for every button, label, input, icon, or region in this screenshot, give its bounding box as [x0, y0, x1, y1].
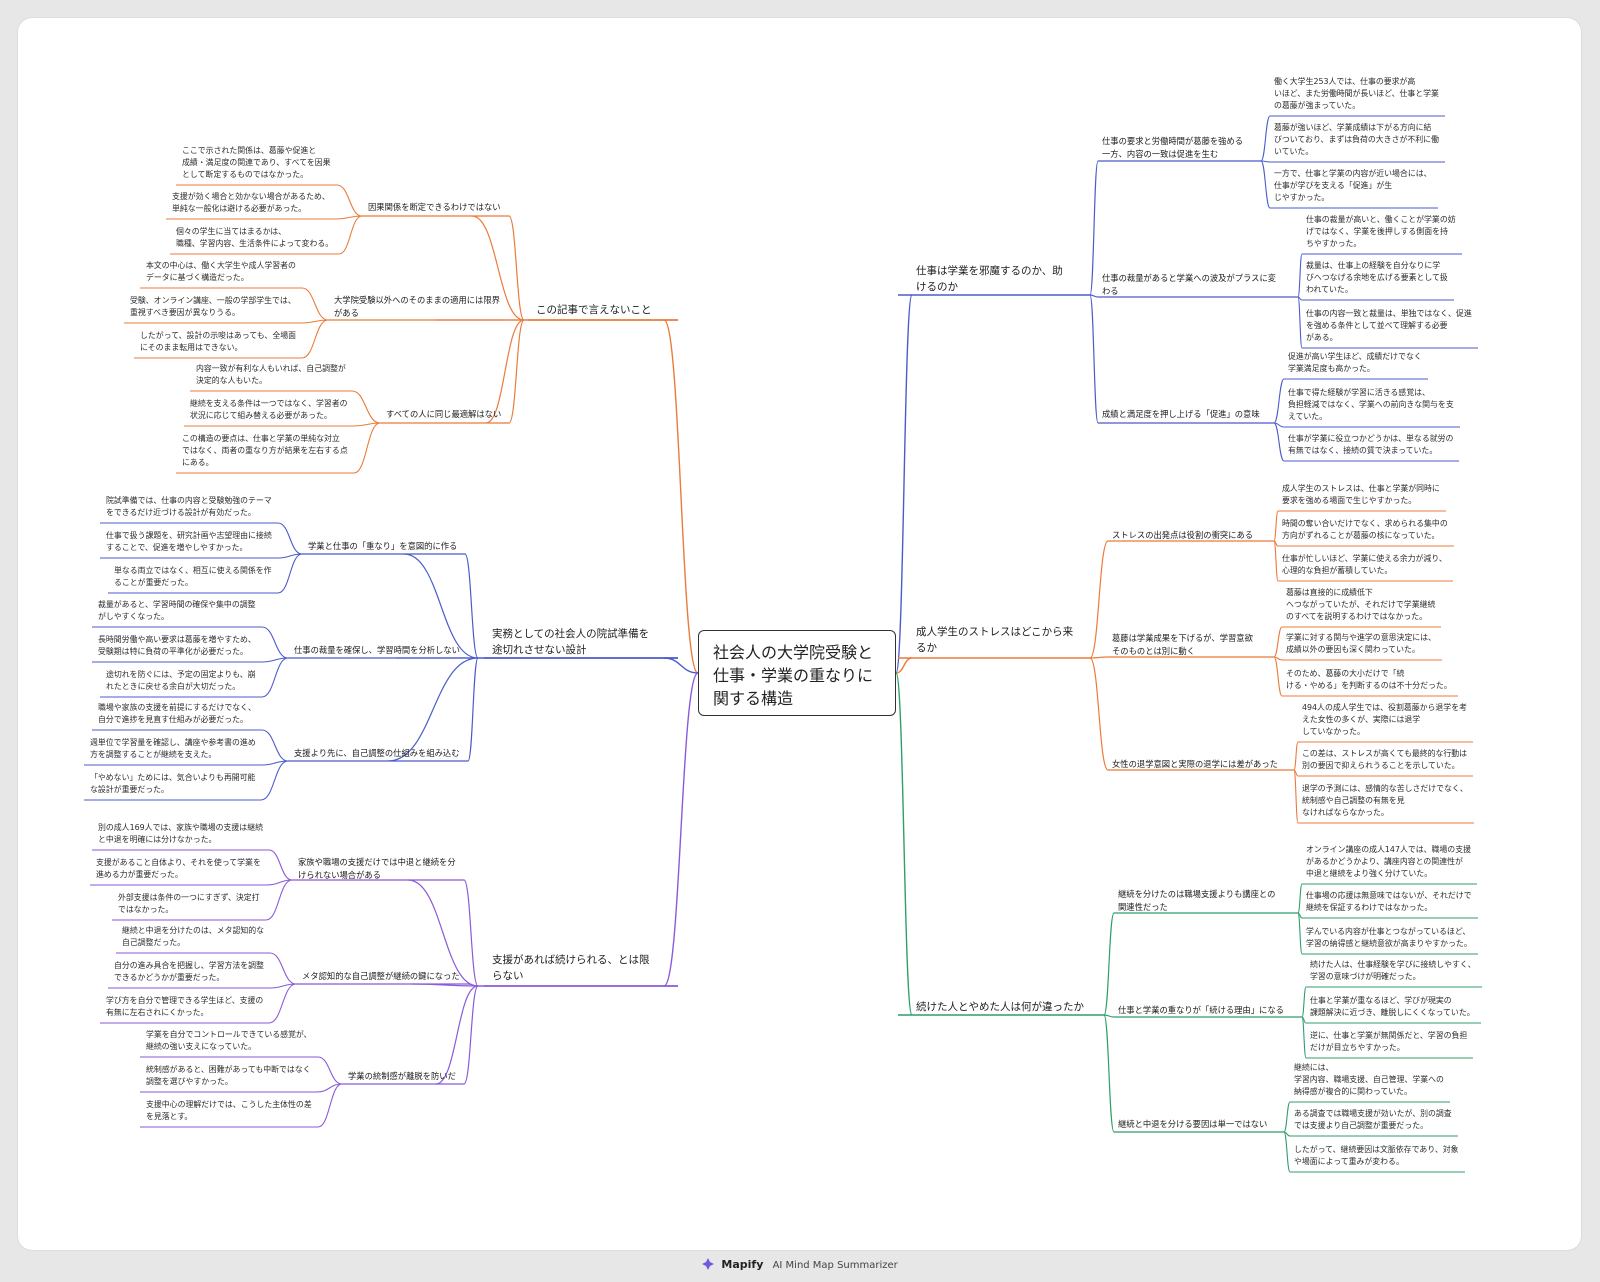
- branch-2-topic-3-detail-3[interactable]: 退学の予測には、感情的な苦しさだけでなく、統制感や自己調整の有無を見なければなら…: [1302, 784, 1468, 817]
- branch-2-topic-1[interactable]: ストレスの出発点は役割の衝突にある: [1112, 530, 1254, 540]
- root-node[interactable]: 社会人の大学院受験と仕事・学業の重なりに関する構造: [698, 630, 896, 716]
- branch-5-topic-3-detail-1[interactable]: 職場や家族の支援を前提にするだけでなく、自分で進捗を見直す仕組みが必要だった。: [98, 703, 256, 724]
- branch-5[interactable]: 実務としての社会人の院試準備を途切れさせない設計: [492, 628, 650, 657]
- branch-1-topic-2[interactable]: 仕事の裁量があると学業への波及がプラスに変わる: [1102, 273, 1277, 296]
- branch-5-topic-3[interactable]: 支援より先に、自己調整の仕組みを組み込む: [294, 748, 460, 758]
- branch-1[interactable]: 仕事は学業を邪魔するのか、助けるのか: [916, 265, 1063, 294]
- branch-2-topic-1-detail-2[interactable]: 時間の奪い合いだけでなく、求められる集中の方向がずれることが葛藤の核になっていた…: [1282, 519, 1448, 540]
- branch-5-topic-2-detail-3[interactable]: 途切れを防ぐには、予定の固定よりも、崩れたときに戻せる余白が大切だった。: [106, 670, 256, 691]
- branch-3-topic-2-detail-2[interactable]: 仕事と学業が重なるほど、学びが現実の課題解決に近づき、離脱しにくくなっていた。: [1310, 996, 1475, 1017]
- mind-map-links: [84, 115, 1482, 1173]
- branch-4-topic-2-detail-3[interactable]: したがって、設計の示唆はあっても、全場面にそのまま転用はできない。: [140, 331, 296, 352]
- branch-5-topic-1-detail-2[interactable]: 仕事で扱う課題を、研究計画や志望理由に接続することで、促進を増やしやすかった。: [106, 531, 272, 552]
- footer: Mapify AI Mind Map Summarizer: [0, 1258, 1600, 1271]
- branch-5-topic-2-detail-2[interactable]: 長時間労働や高い要求は葛藤を増やすため、受験期は特に負荷の平準化が必要だった。: [98, 635, 256, 656]
- branch-4-topic-3[interactable]: すべての人に同じ最適解はない: [386, 409, 502, 419]
- branch-2-topic-2-detail-3[interactable]: そのため、葛藤の大小だけで「続ける・やめる」を判断するのは不十分だった。: [1286, 669, 1452, 690]
- branch-1-topic-2-detail-3[interactable]: 仕事の内容一致と裁量は、単独ではなく、促進を強める条件として並べて理解する必要が…: [1306, 309, 1472, 342]
- branch-3-topic-1-detail-2[interactable]: 仕事場の応援は無意味ではないが、それだけで継続を保証するわけではなかった。: [1306, 891, 1472, 912]
- branch-2-topic-3[interactable]: 女性の退学意図と実際の退学には差があった: [1112, 759, 1278, 769]
- branch-3-topic-3[interactable]: 継続と中退を分ける要因は単一ではない: [1118, 1119, 1268, 1129]
- branch-3-topic-1-detail-1[interactable]: オンライン講座の成人147人では、職場の支援があるかどうかより、講座内容との関連…: [1306, 845, 1471, 878]
- branch-6-topic-3[interactable]: 学業の統制感が離脱を防いだ: [348, 1071, 456, 1081]
- footer-brand: Mapify: [721, 1258, 764, 1271]
- branch-2[interactable]: 成人学生のストレスはどこから来るか: [916, 626, 1074, 655]
- branch-1-topic-1-detail-2[interactable]: 葛藤が強いほど、学業成績は下がる方向に結びついており、まずは負荷の大きさが不利に…: [1274, 123, 1439, 156]
- branch-6-topic-2-detail-2[interactable]: 自分の進み具合を把握し、学習方法を調整できるかどうかが重要だった。: [114, 961, 264, 982]
- branch-1-topic-3-detail-3[interactable]: 仕事が学業に役立つかどうかは、単なる就労の有無ではなく、接続の質で決まっていた。: [1288, 434, 1454, 455]
- branch-2-topic-2-detail-1[interactable]: 葛藤は直接的に成績低下へつながっていたが、それだけで学業継続のすべてを説明するわ…: [1286, 588, 1436, 621]
- branch-1-topic-3-detail-2[interactable]: 仕事で得た経験が学習に活きる感覚は、負担軽減ではなく、学業への前向きな関与を支え…: [1288, 388, 1454, 421]
- branch-5-topic-2-detail-1[interactable]: 裁量があると、学習時間の確保や集中の調整がしやすくなった。: [98, 600, 256, 621]
- branch-2-topic-1-detail-3[interactable]: 仕事が忙しいほど、学業に使える余力が減り、心理的な負担が蓄積していた。: [1282, 554, 1447, 575]
- branch-4[interactable]: この記事で言えないこと: [536, 304, 652, 316]
- branch-3-topic-2[interactable]: 仕事と学業の重なりが「続ける理由」になる: [1118, 1005, 1284, 1015]
- branch-5-topic-2[interactable]: 仕事の裁量を確保し、学習時間を分析しない: [294, 645, 460, 655]
- branch-1-topic-1[interactable]: 仕事の要求と労働時間が葛藤を強める一方、内容の一致は促進を生む: [1102, 136, 1244, 159]
- branch-4-topic-3-detail-2[interactable]: 継続を支える条件は一つではなく、学習者の状況に応じて組み替える必要があった。: [190, 399, 348, 420]
- mind-map-canvas: 社会人の大学院受験と仕事・学業の重なりに関する構造 仕事は学業を邪魔するのか、助…: [18, 18, 1581, 1250]
- branch-6-topic-1-detail-2[interactable]: 支援があること自体より、それを使って学業を進める力が重要だった。: [96, 858, 261, 879]
- branch-4-topic-2[interactable]: 大学院受験以外へのそのままの適用には限界がある: [334, 295, 500, 318]
- branch-6-topic-2-detail-1[interactable]: 継続と中退を分けたのは、メタ認知的な自己調整だった。: [122, 926, 265, 947]
- branch-2-topic-3-detail-1[interactable]: 494人の成人学生では、役割葛藤から退学を考えた女性の多くが、実際には退学してい…: [1302, 703, 1467, 736]
- branch-5-topic-3-detail-3[interactable]: 「やめない」ためには、気合いよりも再開可能な設計が重要だった。: [90, 773, 256, 794]
- branch-2-topic-3-detail-2[interactable]: この差は、ストレスが高くても最終的な行動は別の要因で抑えられうることを示していた…: [1302, 749, 1468, 770]
- branch-1-topic-2-detail-2[interactable]: 裁量は、仕事上の経験を自分なりに学びへつなげる余地を広げる要素として扱われていた…: [1306, 261, 1448, 294]
- branch-5-topic-1-detail-3[interactable]: 単なる両立ではなく、相互に使える関係を作ることが重要だった。: [114, 566, 272, 587]
- branch-5-topic-3-detail-2[interactable]: 週単位で学習量を確認し、講座や参考書の進め方を調整することが継続を支えた。: [90, 738, 256, 759]
- branch-3-topic-1[interactable]: 継続を分けたのは職場支援よりも講座との関連性だった: [1118, 889, 1276, 912]
- branch-4-topic-3-detail-3[interactable]: この構造の要点は、仕事と学業の単純な対立ではなく、両者の重なり方が結果を左右する…: [182, 434, 348, 467]
- branch-2-topic-2-detail-2[interactable]: 学業に対する関与や進学の意思決定には、成績以外の要因も深く関わっていた。: [1286, 633, 1436, 654]
- branch-2-topic-1-detail-1[interactable]: 成人学生のストレスは、仕事と学業が同時に要求を強める場面で生じやすかった。: [1282, 484, 1440, 505]
- branch-6[interactable]: 支援があれば続けられる、とは限らない: [492, 954, 650, 983]
- branch-3-topic-2-detail-3[interactable]: 逆に、仕事と学業が無関係だと、学習の負担だけが目立ちやすかった。: [1310, 1031, 1468, 1052]
- branch-6-topic-2[interactable]: メタ認知的な自己調整が継続の鍵になった: [302, 971, 460, 981]
- branch-3-topic-2-detail-1[interactable]: 続けた人は、仕事経験を学びに接続しやすく、学習の意味づけが明確だった。: [1310, 960, 1476, 981]
- branch-3-topic-3-detail-1[interactable]: 継続には、学習内容、職場支援、自己管理、学業への納得感が複合的に関わっていた。: [1294, 1063, 1444, 1096]
- branch-6-topic-2-detail-3[interactable]: 学び方を自分で管理できる学生ほど、支援の有無に左右されにくかった。: [106, 996, 264, 1017]
- branch-4-topic-1-detail-2[interactable]: 支援が効く場合と効かない場合があるため、単純な一般化は避ける必要があった。: [172, 192, 330, 213]
- branch-6-topic-3-detail-3[interactable]: 支援中心の理解だけでは、こうした主体性の差を見落とす。: [146, 1100, 312, 1121]
- branch-6-topic-3-detail-1[interactable]: 学業を自分でコントロールできている感覚が、継続の強い支えになっていた。: [146, 1030, 312, 1051]
- mapify-logo-icon: [702, 1258, 715, 1270]
- branch-6-topic-1[interactable]: 家族や職場の支援だけでは中退と継続を分けられない場合がある: [298, 857, 456, 880]
- branch-2-topic-2[interactable]: 葛藤は学業成果を下げるが、学習意欲そのものとは別に動く: [1112, 633, 1253, 656]
- branch-5-topic-1-detail-1[interactable]: 院試準備では、仕事の内容と受験勉強のテーマをできるだけ近づける設計が有効だった。: [106, 496, 272, 517]
- branch-1-topic-3[interactable]: 成績と満足度を押し上げる「促進」の意味: [1102, 409, 1260, 419]
- branch-1-topic-1-detail-3[interactable]: 一方で、仕事と学業の内容が近い場合には、仕事が学びを支える「促進」が生じやすかっ…: [1274, 169, 1432, 202]
- branch-4-topic-1-detail-3[interactable]: 個々の学生に当てはまるかは、職種、学習内容、生活条件によって変わる。: [176, 227, 334, 248]
- branch-1-topic-2-detail-1[interactable]: 仕事の裁量が高いと、働くことが学業の妨げではなく、学業を後押しする側面を持ちやす…: [1306, 215, 1456, 248]
- branch-1-topic-3-detail-1[interactable]: 促進が高い学生ほど、成績だけでなく学業満足度も高かった。: [1288, 352, 1422, 373]
- branch-4-topic-2-detail-2[interactable]: 受験、オンライン講座、一般の学部学生では、重視すべき要因が異なりうる。: [130, 296, 296, 317]
- branch-4-topic-2-detail-1[interactable]: 本文の中心は、働く大学生や成人学習者のデータに基づく構造だった。: [146, 261, 296, 282]
- branch-6-topic-1-detail-3[interactable]: 外部支援は条件の一つにすぎず、決定打ではなかった。: [118, 893, 260, 914]
- branch-3[interactable]: 続けた人とやめた人は何が違ったか: [916, 1001, 1084, 1013]
- branch-4-topic-3-detail-1[interactable]: 内容一致が有利な人もいれば、自己調整が決定的な人もいた。: [196, 364, 346, 385]
- branch-4-topic-1[interactable]: 因果関係を断定できるわけではない: [368, 202, 501, 212]
- branch-3-topic-1-detail-3[interactable]: 学んでいる内容が仕事とつながっているほど、学習の納得感と継続意欲が高まりやすかっ…: [1306, 927, 1472, 948]
- footer-tagline: AI Mind Map Summarizer: [772, 1260, 898, 1271]
- branch-6-topic-3-detail-2[interactable]: 統制感があると、困難があっても中断ではなく調整を選びやすかった。: [146, 1065, 311, 1086]
- branch-3-topic-3-detail-3[interactable]: したがって、継続要因は文脈依存であり、対象や場面によって重みが変わる。: [1294, 1145, 1459, 1166]
- branch-1-topic-1-detail-1[interactable]: 働く大学生253人では、仕事の要求が高いほど、また労働時間が長いほど、仕事と学業…: [1274, 77, 1439, 110]
- branch-6-topic-1-detail-1[interactable]: 別の成人169人では、家族や職場の支援は継続と中退を明確には分けなかった。: [98, 823, 263, 844]
- branch-4-topic-1-detail-1[interactable]: ここで示された関係は、葛藤や促進と成績・満足度の関連であり、すべてを因果として断…: [182, 146, 331, 179]
- branch-5-topic-1[interactable]: 学業と仕事の「重なり」を意図的に作る: [308, 541, 458, 551]
- branch-3-topic-3-detail-2[interactable]: ある調査では職場支援が効いたが、別の調査では支援より自己調整が重要だった。: [1294, 1109, 1452, 1130]
